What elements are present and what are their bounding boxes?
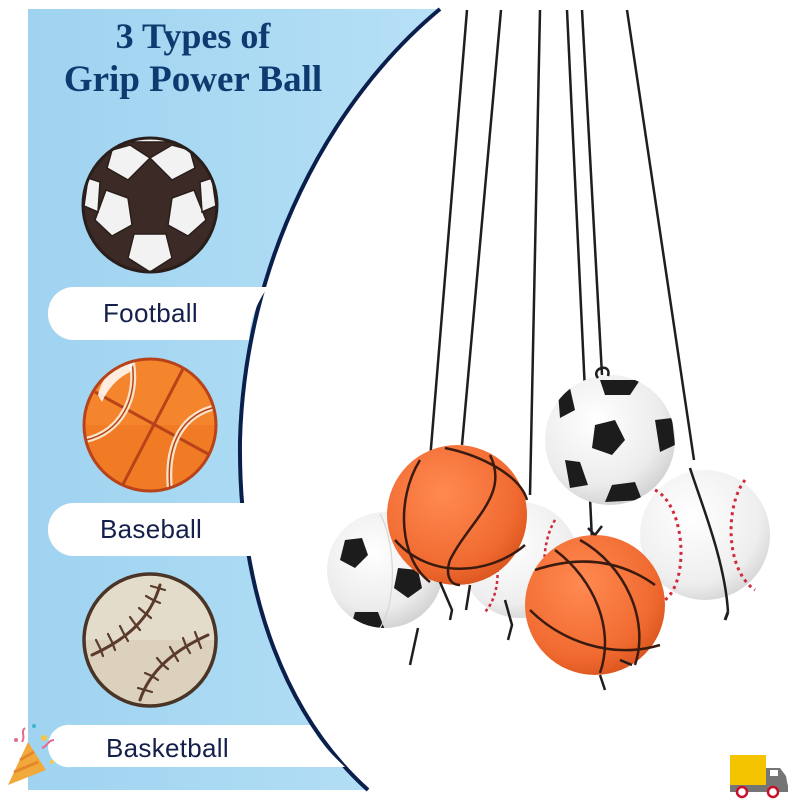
photo-basketball-lower: [503, 525, 665, 691]
title-line-1: 3 Types of: [115, 16, 271, 56]
curve-divider: [237, 7, 442, 792]
party-popper-icon: [8, 724, 55, 785]
label-pill-football: [47, 287, 269, 340]
label-pill-basketball: [47, 724, 345, 768]
soccer-ball-icon: [81, 136, 219, 274]
photo-soccer-ball-right: [545, 375, 675, 505]
label-football: Football: [103, 298, 198, 328]
page-title: 3 Types of Grip Power Ball: [28, 14, 358, 102]
photo-baseball-right: [640, 467, 770, 621]
delivery-truck-icon: [730, 755, 788, 799]
string-ends: [408, 366, 610, 666]
title-line-2: Grip Power Ball: [63, 59, 323, 100]
label-pill-baseball: [47, 503, 261, 556]
baseball-icon: [82, 572, 218, 708]
label-baseball: Baseball: [100, 514, 203, 544]
photo-basketball-upper: [387, 445, 529, 621]
basketball-icon: [82, 357, 218, 493]
label-basketball: Basketball: [106, 733, 229, 763]
